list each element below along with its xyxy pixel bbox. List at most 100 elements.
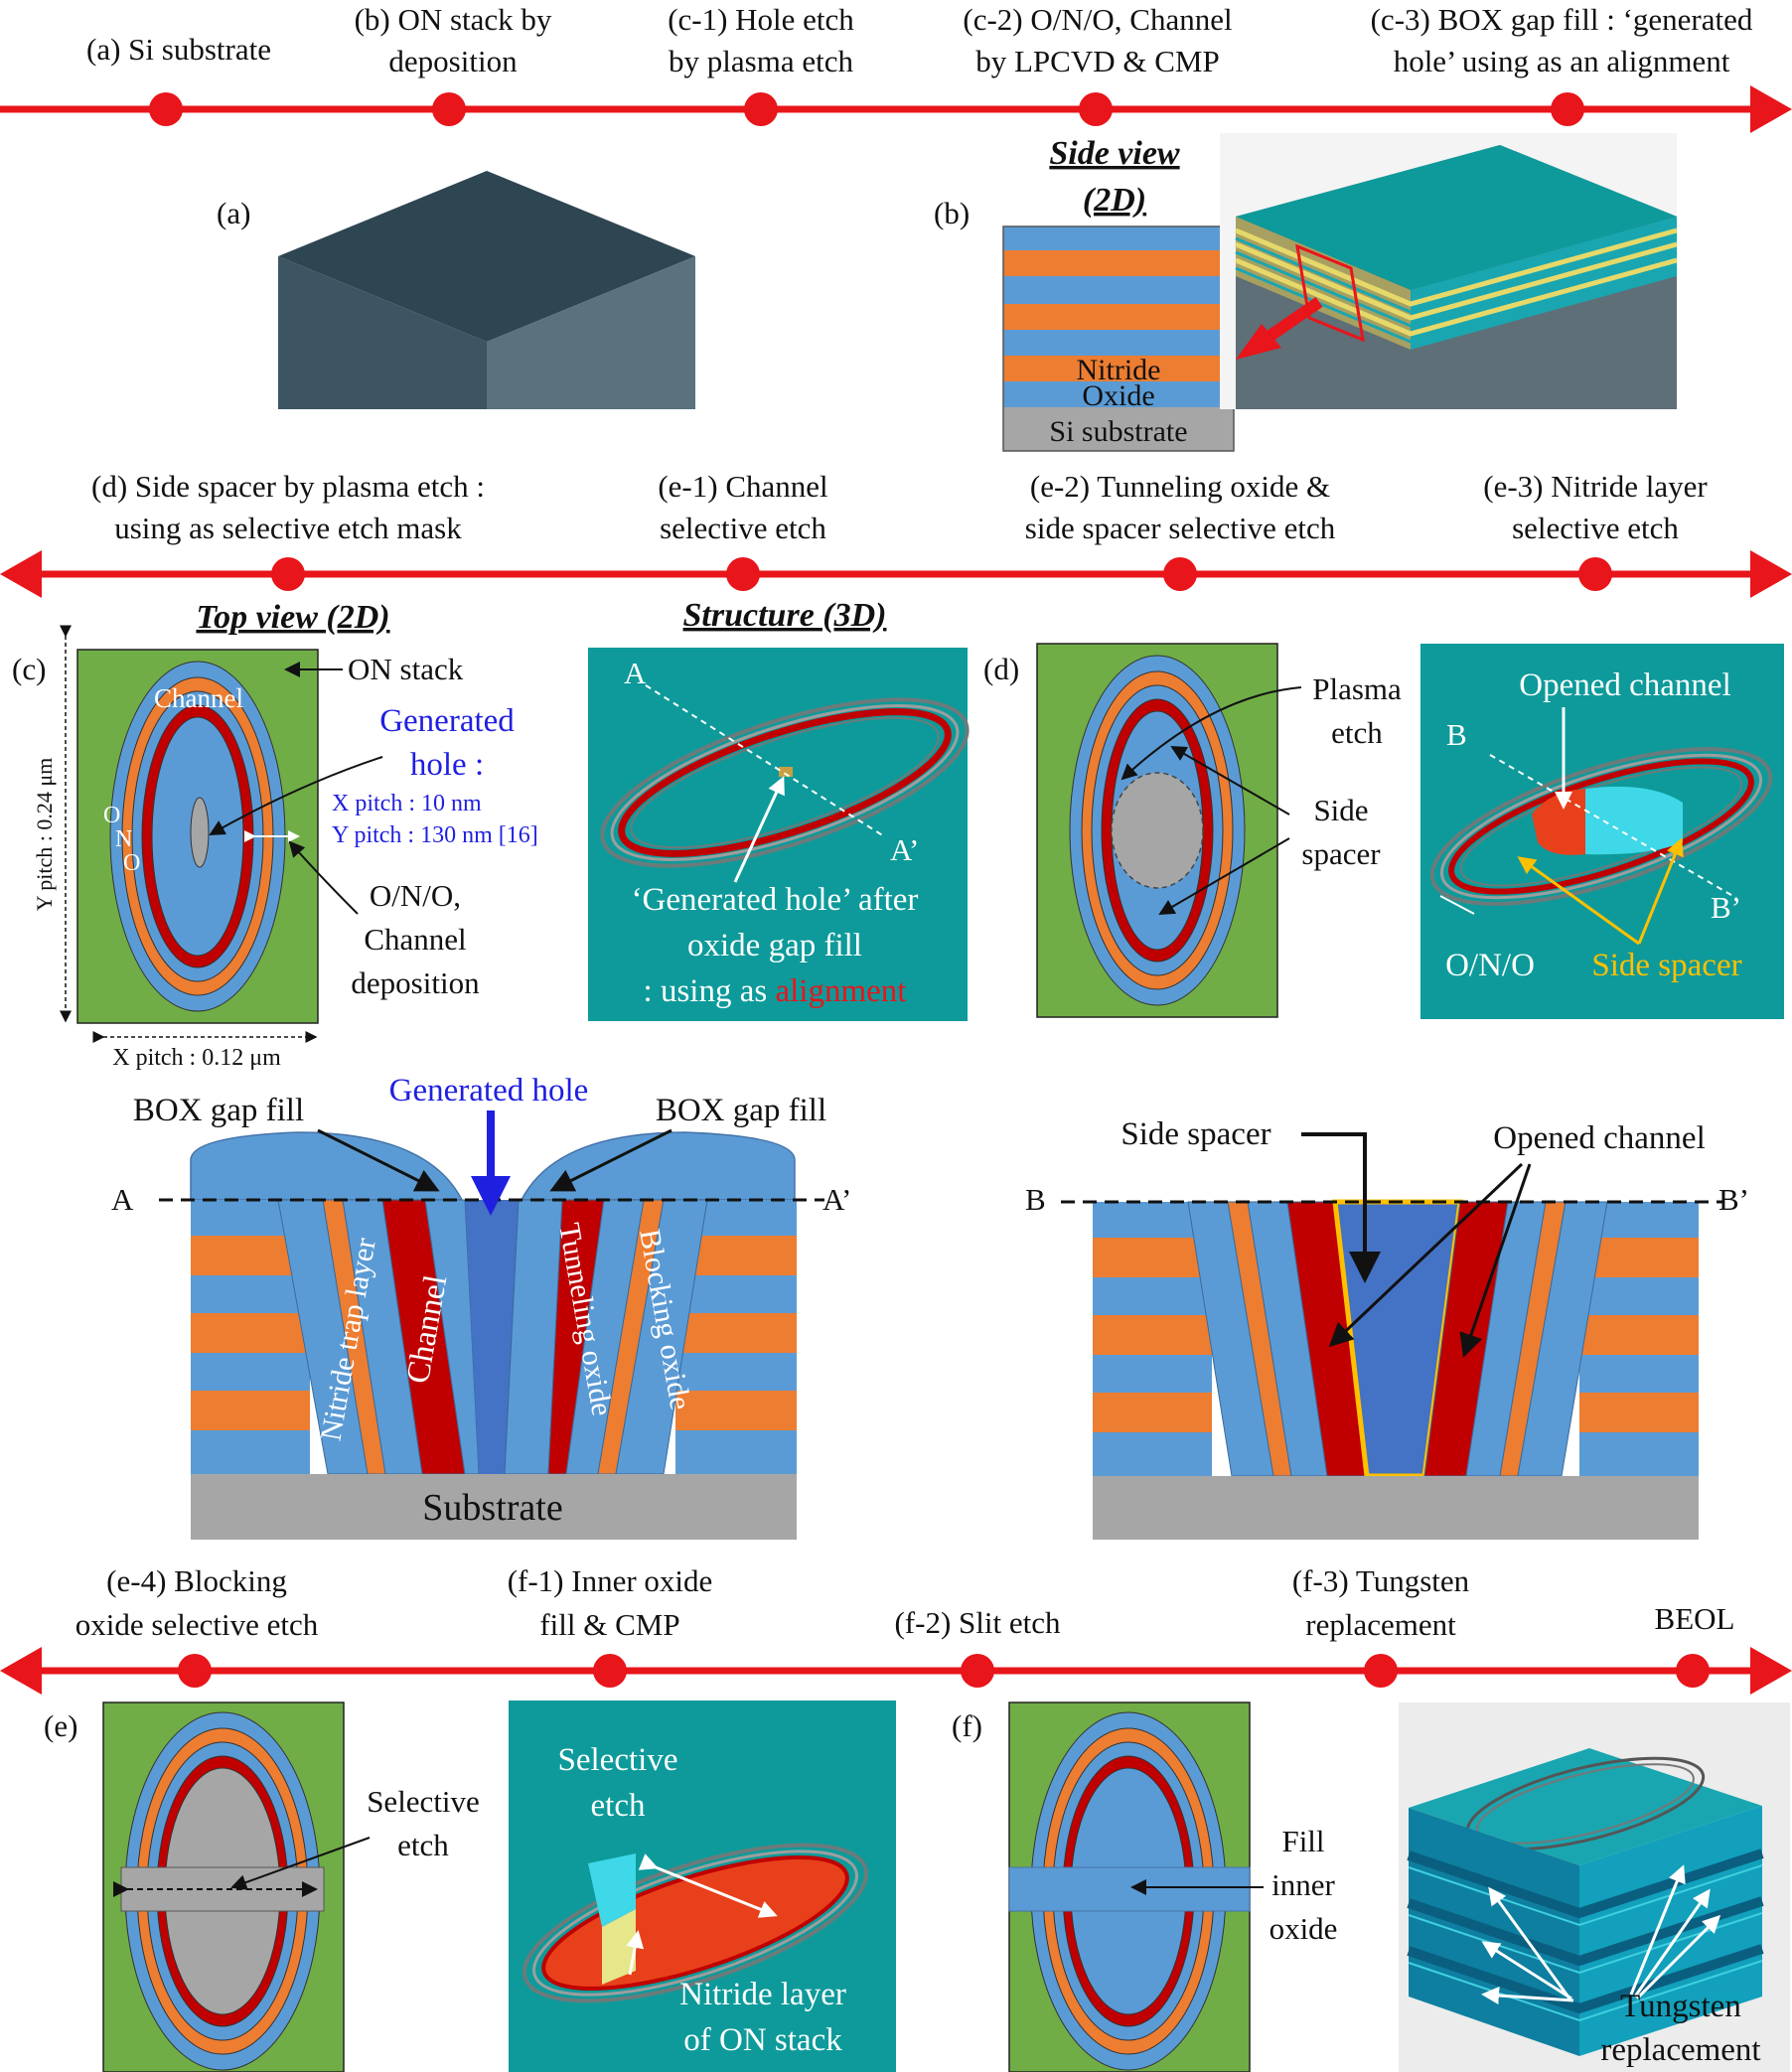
- step-label: (e-4) Blocking: [106, 1563, 287, 1598]
- panel-label: (b): [934, 196, 970, 230]
- alignment-word: alignment: [775, 973, 906, 1009]
- top-view-title: Top view (2D): [196, 599, 389, 636]
- selective-etch-label: Selective: [367, 1784, 480, 1819]
- inner-oxide-fill: [1008, 1866, 1251, 1912]
- timeline-1-dot: [1079, 92, 1113, 126]
- timeline-3-dot: [1364, 1654, 1398, 1688]
- gh-after-label: ‘Generated hole’ after: [632, 882, 919, 918]
- selective-etch-label: etch: [397, 1828, 449, 1862]
- cross-section-b: Side spacer Opened channel: [1025, 1116, 1749, 1540]
- panel-f-top-view: (f) Fill inner oxide: [952, 1702, 1337, 2072]
- step-label: using as selective etch mask: [114, 511, 462, 545]
- box-gap-fill-label-right: BOX gap fill: [656, 1093, 826, 1128]
- panel-label: (d): [983, 652, 1019, 686]
- panel-label: (f): [952, 1708, 982, 1743]
- ono-o2-label: O: [123, 850, 140, 876]
- ono-deposition-label: O/N/O,: [370, 878, 461, 913]
- timeline-2-arrowhead-left: [0, 550, 42, 598]
- panel-c-top-view: (c) Top view (2D) Channel O N O ON stack…: [12, 599, 538, 1071]
- panel-d-top-view: (d) Plasma etch Side spacer: [983, 643, 1402, 1018]
- panel-e-structure-3d: Selective etch Nitride layer of ON stack: [509, 1701, 896, 2072]
- panel-f-tungsten-block: Tungsten replacement: [1399, 1702, 1790, 2072]
- generated-hole-column: [465, 1200, 519, 1474]
- substrate: [191, 1474, 797, 1540]
- fill-inner-oxide-label: Fill: [1281, 1824, 1324, 1858]
- timeline-2-dot: [1578, 557, 1612, 591]
- fill-inner-oxide-label: oxide: [1269, 1911, 1338, 1946]
- cut-b-prime-label: B’: [1718, 1182, 1749, 1217]
- step-label: deposition: [388, 44, 518, 78]
- step-label: (c-2) O/N/O, Channel: [963, 2, 1232, 37]
- step-label: (c-1) Hole etch: [668, 2, 854, 37]
- ono-deposition-label: Channel: [364, 922, 466, 957]
- step-label: by plasma etch: [669, 44, 853, 78]
- timeline-2-arrowhead-right: [1750, 550, 1792, 598]
- opened-channel-label-b: Opened channel: [1493, 1120, 1706, 1156]
- timeline-2-dot: [726, 557, 760, 591]
- spacer-cut: [1585, 786, 1683, 855]
- cut-b-prime-label: B’: [1711, 890, 1741, 925]
- timeline-1-dot: [744, 92, 778, 126]
- timeline-2-dot: [1163, 557, 1197, 591]
- step-label: (f-2) Slit etch: [894, 1605, 1061, 1640]
- x-pitch-label: X pitch : 0.12 μm: [112, 1045, 281, 1071]
- ono-n-label: N: [115, 826, 132, 852]
- side-view-title: Side view: [1049, 135, 1180, 172]
- panel-c-structure-3d: Structure (3D) A A’ ‘Generated hole’ aft…: [588, 597, 970, 1021]
- substrate-b: [1093, 1476, 1699, 1540]
- timeline-3: (e-4) Blocking oxide selective etch (f-1…: [0, 1563, 1792, 1695]
- ono-label: O/N/O: [1445, 948, 1535, 983]
- si-substrate-label: Si substrate: [1049, 415, 1187, 448]
- plasma-etched-hole: [1111, 772, 1204, 889]
- panel-a-si-block: (a): [217, 171, 695, 409]
- side-spacer-label: Side: [1313, 793, 1368, 827]
- panel-label: (c): [12, 652, 46, 686]
- block-right-face: [487, 256, 695, 409]
- step-label: (f-1) Inner oxide: [508, 1563, 713, 1598]
- step-label: (c-3) BOX gap fill : ‘generated: [1371, 2, 1753, 37]
- step-label: (e-2) Tunneling oxide &: [1030, 469, 1330, 504]
- nitride-of-on-stack-label: Nitride layer: [679, 1977, 846, 2012]
- stack-3d: [1220, 133, 1678, 409]
- hole-x-pitch: X pitch : 10 nm: [332, 791, 482, 816]
- channel-label: Channel: [154, 683, 243, 713]
- timeline-2-dot: [271, 557, 305, 591]
- fill-inner-oxide-label: inner: [1271, 1867, 1335, 1902]
- svg-text:: using as alignment: : using as alignment: [644, 973, 907, 1009]
- timeline-3-dot: [961, 1654, 994, 1688]
- panel-b-on-stack: (b) Side view (2D) Nitride Oxide Si subs…: [934, 133, 1678, 452]
- generated-hole-3d: [779, 767, 793, 777]
- oxide-label: Oxide: [1082, 379, 1154, 412]
- step-label: by LPCVD & CMP: [975, 44, 1219, 78]
- timeline-1-dot: [1551, 92, 1584, 126]
- timeline-2: (d) Side spacer by plasma etch : using a…: [0, 469, 1792, 598]
- step-label: selective etch: [1512, 511, 1679, 545]
- selective-etch-3d-label: Selective: [558, 1742, 678, 1778]
- timeline-1-dot: [432, 92, 466, 126]
- on-stack-left-b: [1093, 1202, 1212, 1476]
- timeline-3-dot: [593, 1654, 627, 1688]
- generated-hole-label-a: Generated hole: [389, 1073, 589, 1109]
- step-label: hole’ using as an alignment: [1394, 44, 1730, 78]
- ono-deposition-label: deposition: [351, 965, 480, 1000]
- ono-o-label: O: [103, 803, 120, 828]
- side-spacer-label: spacer: [1301, 836, 1381, 871]
- panel-e-top-view: (e) Selective etch: [44, 1702, 480, 2072]
- timeline-1: (a) Si substrate (b) ON stack by deposit…: [0, 2, 1792, 133]
- step-label: oxide selective etch: [75, 1607, 319, 1642]
- panel-label: (a): [217, 196, 250, 230]
- timeline-1-dot: [149, 92, 183, 126]
- step-label: (d) Side spacer by plasma etch :: [91, 469, 485, 504]
- generated-hole-label: hole :: [410, 747, 484, 783]
- generated-hole: [190, 797, 210, 868]
- nitride-of-on-stack-label: of ON stack: [683, 2022, 842, 2058]
- step-label: selective etch: [660, 511, 826, 545]
- panel-label: (e): [44, 1708, 77, 1743]
- panel-d-structure-3d: Opened channel B B’ O/N/O Side spacer: [1420, 644, 1784, 1019]
- step-label: (e-1) Channel: [658, 469, 827, 504]
- hole-y-pitch: Y pitch : 130 nm [16]: [332, 822, 538, 848]
- generated-hole-label: Generated: [379, 703, 515, 739]
- gh-after-label: oxide gap fill: [687, 928, 862, 963]
- step-label: BEOL: [1655, 1601, 1735, 1636]
